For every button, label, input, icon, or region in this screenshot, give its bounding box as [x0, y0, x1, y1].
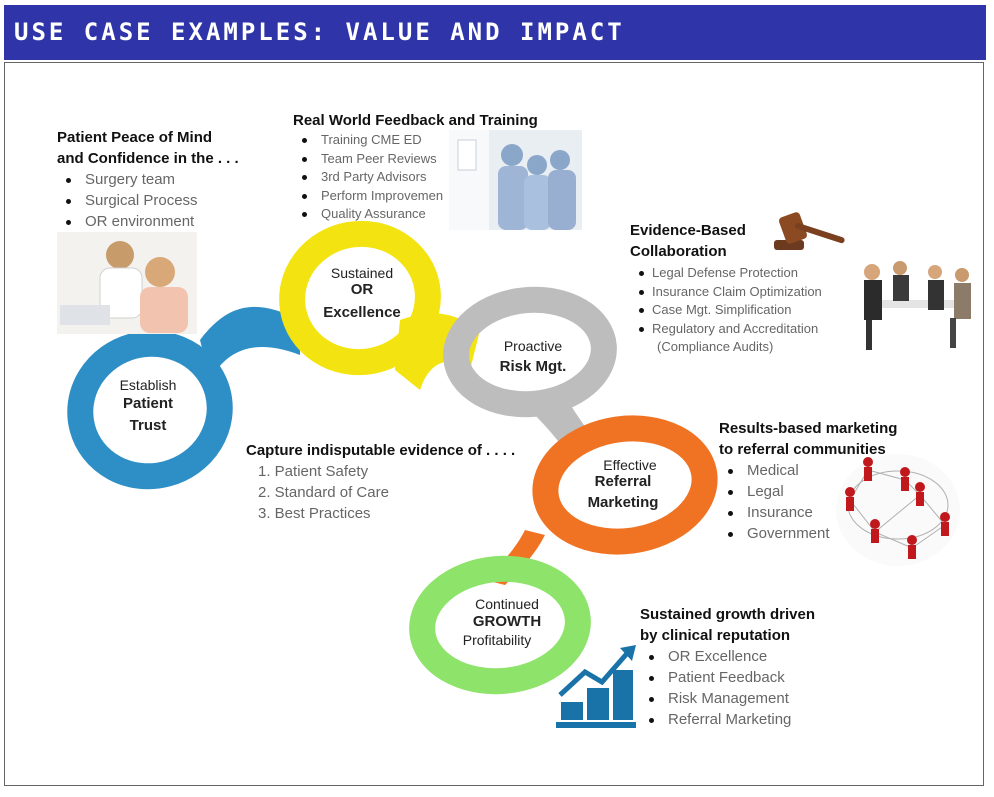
content-frame: [4, 62, 984, 786]
node-excellence-line3: Excellence: [323, 304, 401, 321]
section-growth: Sustained growth driven by clinical repu…: [640, 604, 815, 730]
node-risk-line1: Proactive: [503, 338, 563, 354]
node-referral-line3: Marketing: [587, 494, 659, 511]
list-item: Quality Assurance: [293, 205, 538, 224]
node-excellence-line1: Sustained: [330, 265, 394, 281]
node-trust-line3: Trust: [129, 417, 167, 434]
section-growth-heading-1: Sustained growth driven: [640, 606, 816, 623]
node-trust-line2: Patient: [122, 395, 173, 412]
list-item: Regulatory and Accreditation: [630, 320, 822, 339]
gavel-icon: [774, 212, 845, 250]
node-referral-line1: Effective: [603, 457, 657, 473]
node-trust: Establish Patient Trust: [98, 377, 198, 434]
list-item: Case Mgt. Simplification: [630, 301, 822, 320]
ring-blue: [67, 330, 233, 490]
ring-orange: [532, 415, 718, 555]
section-growth-heading-2: by clinical reputation: [640, 627, 791, 644]
node-referral-line2: Referral: [594, 473, 652, 490]
list-item: Surgical Process: [57, 190, 239, 211]
node-excellence-line2: OR: [350, 281, 374, 298]
list-item: Team Peer Reviews: [293, 150, 538, 169]
list-item: Insurance Claim Optimization: [630, 283, 822, 302]
node-growth-line1: Continued: [475, 596, 539, 612]
section-peace-heading-2: and Confidence in the . . .: [57, 150, 239, 167]
page-title: USE CASE EXAMPLES: VALUE AND IMPACT: [14, 18, 625, 46]
list-item: Surgery team: [57, 169, 239, 190]
node-risk-line2: Risk Mgt.: [499, 358, 567, 375]
section-feedback-heading: Real World Feedback and Training: [293, 112, 538, 129]
node-excellence: Sustained OR Excellence: [312, 265, 412, 321]
growth-chart-icon: [556, 645, 636, 728]
node-risk: Proactive Risk Mgt.: [478, 338, 588, 375]
section-marketing-heading-2: to referral communities: [719, 441, 886, 458]
node-referral: Effective Referral Marketing: [568, 457, 678, 511]
node-growth-line3: Profitability: [462, 632, 532, 648]
list-item: 3rd Party Advisors: [293, 168, 538, 187]
list-item: Patient Feedback: [640, 667, 815, 688]
section-growth-list: OR Excellence Patient Feedback Risk Mana…: [640, 646, 815, 730]
list-item: Insurance: [719, 502, 897, 523]
ring-gray: [443, 286, 617, 418]
list-item: 3. Best Practices: [258, 505, 371, 522]
section-evidence-heading-1: Evidence-Based: [630, 222, 746, 239]
list-item: OR Excellence: [640, 646, 815, 667]
list-item: 2. Standard of Care: [258, 484, 389, 501]
section-evidence-list: Legal Defense Protection Insurance Claim…: [630, 264, 822, 338]
section-marketing: Results-based marketing to referral comm…: [719, 418, 897, 544]
section-marketing-list: Medical Legal Insurance Government: [719, 460, 897, 544]
list-item: Referral Marketing: [640, 709, 815, 730]
section-capture-heading: Capture indisputable evidence of . . . .: [246, 442, 516, 459]
meeting-photo: [858, 258, 976, 358]
list-item: Medical: [719, 460, 897, 481]
list-item: Risk Management: [640, 688, 815, 709]
section-evidence-sub: (Compliance Audits): [657, 339, 774, 354]
node-growth: Continued GROWTH Profitability: [448, 596, 566, 648]
surgeons-photo: [449, 130, 582, 230]
section-marketing-heading-1: Results-based marketing: [719, 420, 898, 437]
connector-blue-yellow: [200, 306, 300, 380]
node-growth-line2: GROWTH: [472, 613, 542, 630]
section-feedback-list: Training CME ED Team Peer Reviews 3rd Pa…: [293, 131, 538, 224]
list-item: Legal Defense Protection: [630, 264, 822, 283]
network-people-icon: [836, 454, 960, 566]
list-item: Training CME ED: [293, 131, 538, 150]
list-item: Perform Improvemen: [293, 187, 538, 206]
ring-green: [409, 555, 591, 695]
list-item: OR environment: [57, 211, 239, 232]
section-feedback: Real World Feedback and Training Trainin…: [293, 110, 538, 224]
list-item: Government: [719, 523, 897, 544]
title-banner: USE CASE EXAMPLES: VALUE AND IMPACT: [4, 5, 986, 60]
section-evidence-heading-2: Collaboration: [630, 243, 727, 260]
section-peace: Patient Peace of Mind and Confidence in …: [57, 127, 239, 232]
section-evidence: Evidence-Based Collaboration Legal Defen…: [630, 220, 822, 357]
list-item: 1. Patient Safety: [258, 463, 369, 480]
ring-yellow: [279, 220, 441, 376]
section-capture-list: 1. Patient Safety 2. Standard of Care 3.…: [246, 461, 515, 524]
node-trust-line1: Establish: [119, 377, 177, 393]
section-peace-heading-1: Patient Peace of Mind: [57, 129, 213, 146]
section-peace-list: Surgery team Surgical Process OR environ…: [57, 169, 239, 232]
section-capture: Capture indisputable evidence of . . . .…: [246, 440, 515, 524]
list-item: Legal: [719, 481, 897, 502]
doctor-patient-photo: [57, 232, 197, 334]
